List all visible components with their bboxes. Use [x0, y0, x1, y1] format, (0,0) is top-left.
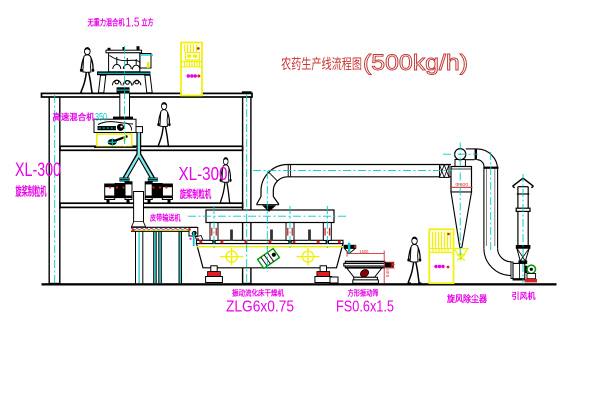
svg-text:立方: 立方 — [142, 17, 154, 28]
svg-text:农药生产线流程图: 农药生产线流程图 — [281, 56, 362, 72]
svg-text:1.5: 1.5 — [126, 15, 140, 30]
svg-text:XL-300: XL-300 — [179, 163, 228, 184]
svg-text:XL-300: XL-300 — [15, 160, 61, 181]
svg-text:1500: 1500 — [359, 249, 368, 255]
svg-text:Φ600: Φ600 — [455, 182, 468, 188]
svg-text:旋桨制粒机: 旋桨制粒机 — [179, 188, 211, 201]
svg-text:旋桨制粒机: 旋桨制粒机 — [15, 184, 47, 199]
svg-text:旋风除尘器: 旋风除尘器 — [446, 293, 488, 304]
svg-text:高速混合机: 高速混合机 — [53, 111, 95, 122]
svg-text:引风机: 引风机 — [512, 290, 536, 301]
svg-text:无重力混合机: 无重力混合机 — [87, 17, 125, 28]
svg-text:FS0.6x1.5: FS0.6x1.5 — [336, 299, 394, 316]
svg-text:(500kg/h): (500kg/h) — [363, 50, 468, 75]
svg-text:振动流化床干燥机: 振动流化床干燥机 — [232, 288, 285, 297]
svg-text:ZLG6x0.75: ZLG6x0.75 — [226, 299, 294, 316]
svg-text:540: 540 — [385, 269, 391, 277]
svg-text:皮带输送机: 皮带输送机 — [149, 213, 180, 223]
svg-text:方形振动筛: 方形振动筛 — [348, 289, 379, 298]
svg-text:350: 350 — [95, 112, 107, 124]
